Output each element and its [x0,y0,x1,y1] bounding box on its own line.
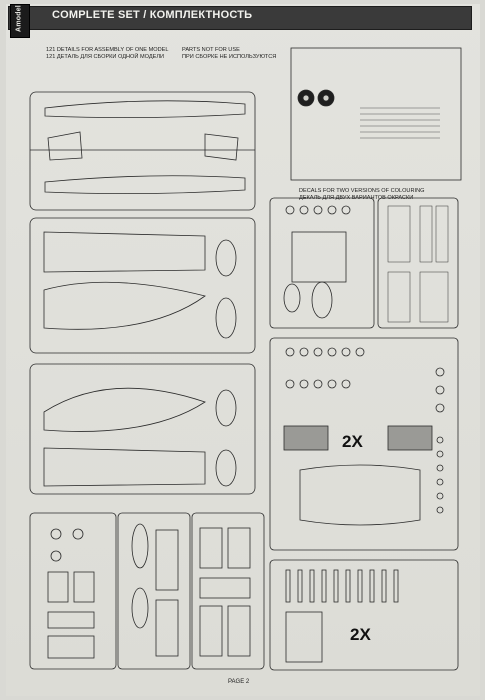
ladder-sprue-frame [377,197,459,329]
decal-swatch-1 [283,425,329,451]
sprue-h-frame [269,337,459,551]
wing-panel-lower [43,281,206,330]
sprue-d-frame [29,512,117,670]
engine-nacelle-2 [215,297,237,339]
sprue-g-parts [283,205,351,319]
sprue-f-parts [199,527,251,657]
wing-panel-lower-2 [43,447,206,487]
brand-logo: Amodel [10,4,30,38]
sprue-g-frame [269,197,375,329]
roundel-1-center [302,94,310,102]
landing-gear-assembly [299,464,421,526]
instruction-page [6,4,480,696]
assembly-caption: 121 DETAILS FOR ASSEMBLY OF ONE MODEL 12… [46,47,168,61]
sprue-j-frame [269,559,459,671]
decal-sheet-frame [290,47,462,181]
engine-nacelle-3 [215,389,237,427]
sprue-c-frame [29,363,256,495]
sprue-e-frame [117,512,191,670]
header-bar [8,6,472,30]
fuselage-half-bottom [44,175,246,194]
sprue-a-frame [29,91,256,211]
multiplier-sprue-j: 2X [350,625,371,644]
sprue-b-frame [29,217,256,354]
wing-panel-upper-2 [43,387,206,432]
page-number: PAGE 2 [228,679,250,685]
not-for-use-caption-ru: ПРИ СБОРКЕ НЕ ИСПОЛЬЗУЮТСЯ [182,53,277,60]
spare-parts-column [435,367,445,514]
assembly-caption-en: 121 DETAILS FOR ASSEMBLY OF ONE MODEL [46,47,169,53]
decal-caption-en: DECALS FOR TWO VERSIONS OF COLOURING [299,188,425,194]
sprue-j-parts [285,569,399,663]
stabilizer-left [47,131,83,161]
sprue-d-parts [47,528,95,659]
not-for-use-caption-en: PARTS NOT FOR USE [182,47,240,53]
sprue-h-wheels [285,347,365,389]
page-title: COMPLETE SET / КОМПЛЕКТНОСТЬ [52,9,253,21]
multiplier-sprue-h: 2X [342,432,363,451]
assembly-caption-ru: 121 ДЕТАЛЬ ДЛЯ СБОРКИ ОДНОЙ МОДЕЛИ [46,53,165,60]
decal-swatch-2 [387,425,433,451]
ladder-parts [387,205,449,323]
wing-panel-upper [43,231,206,273]
fuselage-half-top [44,100,246,118]
not-for-use-caption: PARTS NOT FOR USE ПРИ СБОРКЕ НЕ ИСПОЛЬЗУ… [182,47,276,61]
sprue-e-parts [131,523,179,657]
sprue-f-frame [191,512,265,670]
decal-stripes [360,107,440,139]
engine-nacelle-1 [215,239,237,277]
engine-nacelle-4 [215,449,237,487]
stabilizer-right [204,133,239,161]
roundel-2-center [322,94,330,102]
